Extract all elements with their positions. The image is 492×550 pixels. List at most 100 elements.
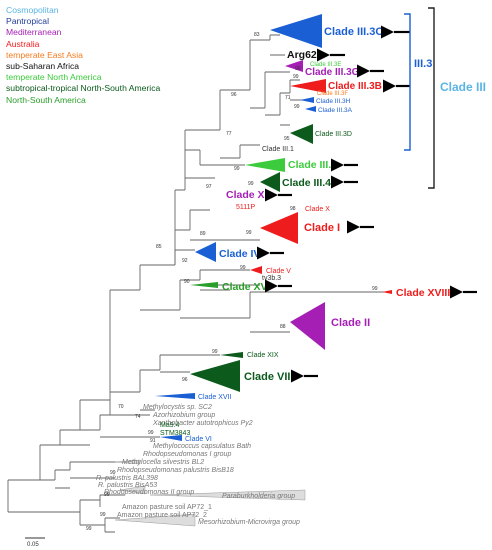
bootstrap-value: 70 — [118, 404, 124, 410]
label-clade-3f: Clade III.3F — [317, 91, 348, 97]
brackets: III.3 Clade III — [404, 7, 486, 189]
triangle-clade-3c — [270, 14, 322, 48]
label-mesorhiz: Mesorhizobium-Microvirga group — [198, 519, 300, 526]
bootstrap-value: 99 — [294, 104, 300, 110]
legend: Cosmopolitan Pantropical Mediterranean A… — [6, 5, 160, 106]
bootstrap-value: 74 — [135, 414, 141, 420]
clade-labels: Clade III.3C Arg62 Clade III.3E Clade II… — [96, 26, 450, 526]
legend-sub-saharan-africa: sub-Saharan Africa — [6, 61, 80, 72]
bootstrap-value: 99 — [104, 492, 110, 498]
label-clade-34: Clade III.4 — [282, 177, 331, 189]
triangle-clade-3a — [305, 106, 316, 112]
bootstrap-value: 98 — [290, 206, 296, 212]
triangle-clade-v — [250, 266, 262, 274]
triangle-clade-xix — [220, 352, 243, 358]
triangle-mesorhiz — [114, 513, 196, 527]
bootstrap-value: 99 — [234, 166, 240, 172]
label-amazon1: Amazon pasture soil AP72_1 — [122, 504, 212, 511]
label-clade-3h: Clade III.3H — [316, 98, 351, 105]
triangle-clade-xviii — [382, 290, 392, 294]
triangle-clade-i — [260, 212, 298, 244]
label-methylocystis: Methylocystis sp. SC2 — [143, 404, 212, 411]
label-clade-xix: Clade XIX — [247, 352, 279, 359]
triangle-clade-34 — [260, 172, 280, 192]
legend-cosmopolitan: Cosmopolitan — [6, 5, 59, 15]
bootstrap-value: 99 — [110, 470, 116, 476]
bootstrap-value: 91 — [150, 438, 156, 444]
label-rhodo1: Rhodopseudomonas I group — [143, 451, 231, 458]
legend-temperate-east-asia: temperate East Asia — [6, 49, 83, 60]
bootstrap-value: 89 — [200, 231, 206, 237]
arrows — [256, 25, 477, 383]
bootstrap-value: 99 — [86, 526, 92, 532]
label-clade-xvi: Clade XVI — [222, 281, 271, 293]
label-iii: Clade III — [440, 80, 486, 94]
bracket-iii3 — [404, 13, 411, 151]
label-paraburk: Paraburkholderia group — [222, 493, 295, 500]
triangle-paraburk — [149, 489, 306, 501]
bracket-iii — [428, 7, 435, 189]
bootstrap-value: 92 — [182, 258, 188, 264]
triangle-clade-3d — [290, 124, 313, 144]
bootstrap-value: 99 — [240, 265, 246, 271]
label-clade-3d: Clade III.3D — [315, 131, 352, 138]
legend-mediterranean: Mediterranean — [6, 27, 62, 38]
label-clade-32: Clade III.2 — [288, 159, 337, 171]
triangle-rhodo2 — [119, 485, 146, 495]
label-clade-3e: Clade III.3E — [310, 62, 341, 68]
legend-north-south-america: North-South America — [6, 94, 86, 105]
bootstrap-value: 99 — [295, 66, 301, 72]
legend-pantropical: Pantropical — [6, 16, 49, 27]
triangle-clade-3g — [285, 60, 303, 72]
scale-label: 0.05 — [27, 542, 39, 548]
label-rhodo2: Rhodopseudomonas II group — [104, 489, 194, 496]
triangle-clade-3h — [300, 97, 314, 103]
label-stm3843: STM3843 — [160, 430, 190, 437]
bootstrap-value: 95 — [284, 136, 290, 142]
bootstrap-value: 88 — [280, 324, 286, 330]
triangle-clade-vi — [160, 435, 182, 441]
triangle-clade-ii — [290, 302, 325, 350]
legend-temperate-north-america: temperate North America — [6, 72, 102, 83]
clade-triangles — [114, 14, 392, 527]
label-amazon2: Amazon pasture soil AP72_2 — [117, 512, 207, 519]
triangle-clade-iv — [195, 242, 216, 262]
bootstrap-value: 99 — [212, 349, 218, 355]
label-xanthobacter: Xanthobacter autotrophicus Py2 — [152, 420, 253, 427]
label-clade-3g: Clade III.3G — [305, 67, 360, 78]
bootstrap-value: 96 — [182, 377, 188, 383]
label-clade-3b: Clade III.3B — [328, 81, 382, 92]
triangle-clade-3b — [290, 79, 326, 93]
legend-subtropical-tropical: subtropical-tropical North-South America — [6, 83, 161, 94]
bootstrap-value: 90 — [184, 279, 190, 285]
triangle-clade-32 — [245, 158, 285, 172]
label-bisa53: R. palustris BisA53 — [98, 482, 157, 489]
bootstrap-value: 85 — [156, 244, 162, 250]
label-clade-ii: Clade II — [331, 317, 370, 329]
scale-bar: 0.05 — [25, 537, 45, 548]
bootstrap-value: 99 — [100, 512, 106, 518]
triangle-clade-xvi — [190, 282, 218, 288]
bootstrap-value: 71 — [285, 95, 291, 101]
label-clade-xvii: Clade XVII — [198, 394, 232, 401]
label-ma94: Ma9.4 — [160, 422, 180, 429]
triangle-rhodo1 — [114, 459, 141, 465]
label-clade-vi: Clade VI — [185, 436, 212, 443]
bootstrap-values: 83 99 96 99 71 99 95 77 99 99 97 98 99 8… — [86, 32, 378, 532]
legend-australia: Australia — [6, 38, 40, 49]
bootstrap-value: 83 — [254, 32, 260, 38]
label-clade-v: Clade V — [266, 268, 291, 275]
label-clade-i: Clade I — [304, 222, 340, 234]
label-iii3: III.3 — [414, 58, 432, 70]
bootstrap-value: 77 — [226, 131, 232, 137]
label-methylocella: Methylocella silvestris BL2 — [122, 459, 204, 466]
label-clade-xviii: Clade XVIII — [396, 287, 450, 299]
triangle-clade-xvii — [155, 393, 195, 399]
bootstrap-value: 99 — [248, 181, 254, 187]
label-clade-31: Clade III.1 — [262, 146, 294, 153]
bootstrap-value: 99 — [293, 74, 299, 80]
bootstrap-value: 99 — [148, 430, 154, 436]
bootstrap-value: 96 — [231, 92, 237, 98]
bootstrap-value: 99 — [372, 286, 378, 292]
